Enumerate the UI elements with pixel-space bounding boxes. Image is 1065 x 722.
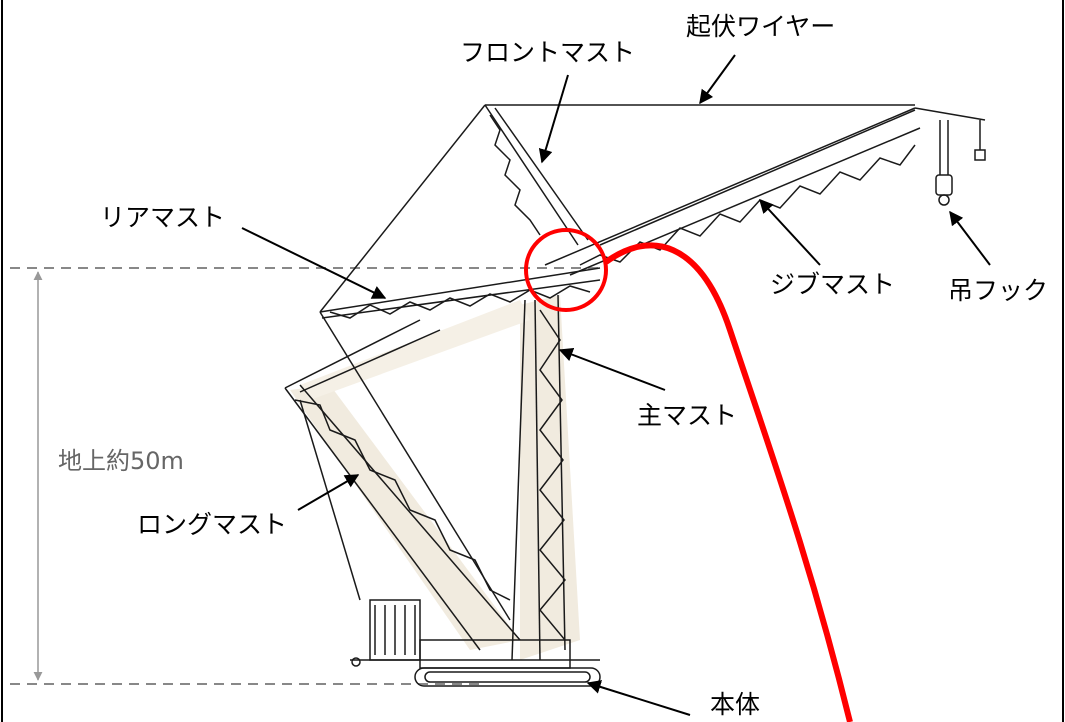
- arrow-long-mast: [297, 474, 360, 511]
- arrow-kifuku-wire: [699, 54, 736, 105]
- arrow-tsuri-hook: [949, 210, 991, 266]
- joint-highlight-circle: [524, 228, 608, 312]
- label-body: 本体: [710, 690, 761, 719]
- highlight-callout-curve: [604, 242, 853, 722]
- arrow-body: [586, 680, 691, 716]
- label-kifuku-wire: 起伏ワイヤー: [686, 12, 836, 41]
- crane-illustration: [284, 104, 986, 687]
- label-main-mast: 主マスト: [637, 401, 738, 430]
- label-jib-mast: ジブマスト: [770, 270, 896, 299]
- arrow-jib-mast: [759, 198, 821, 266]
- arrow-front-mast: [538, 74, 569, 164]
- label-rear-mast: リアマスト: [100, 203, 226, 232]
- label-front-mast: フロントマスト: [460, 38, 636, 67]
- arrow-rear-mast: [241, 227, 387, 299]
- label-tsuri-hook: 吊フック: [948, 276, 1049, 305]
- label-long-mast: ロングマスト: [137, 510, 288, 539]
- arrow-main-mast: [558, 347, 666, 391]
- label-height: 地上約50m: [58, 447, 184, 475]
